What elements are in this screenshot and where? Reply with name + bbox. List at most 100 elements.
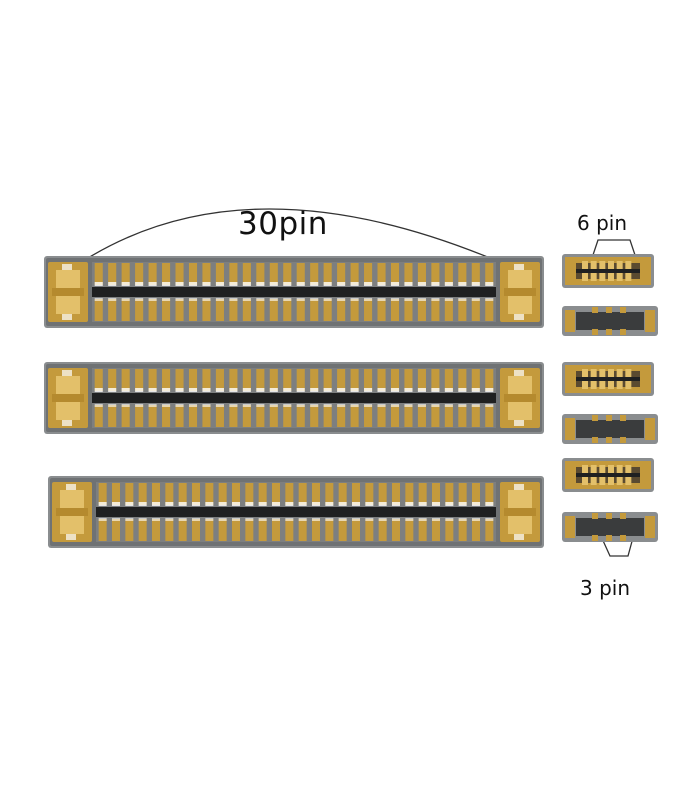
pin [616, 261, 623, 269]
center-slot [92, 393, 496, 403]
pin-bottom [269, 299, 278, 321]
pin-bottom [431, 405, 440, 427]
connector-3pin-1 [562, 306, 658, 336]
pin [608, 477, 614, 485]
pin-bottom [377, 405, 386, 427]
pin-top [444, 263, 453, 285]
pin-bottom [98, 519, 107, 541]
center-slot [92, 287, 496, 297]
pin-top [298, 483, 307, 505]
6pin-label: 6 pin [577, 211, 628, 235]
pin [590, 477, 597, 485]
pin-bottom [215, 299, 224, 321]
pin-bottom [458, 299, 467, 321]
pin-top [405, 483, 414, 505]
pin-top [215, 369, 224, 391]
30pin-label: 30pin [238, 206, 328, 242]
pin-bottom [378, 519, 387, 541]
pin-top [417, 263, 426, 285]
pin-bottom [431, 299, 440, 321]
pin-top [175, 263, 184, 285]
pin-top [350, 369, 359, 391]
pin-top [165, 483, 174, 505]
connector-3pin-3 [562, 512, 658, 542]
pin-top [138, 483, 147, 505]
pin-bottom [404, 405, 413, 427]
pin-bottom [135, 299, 144, 321]
pin-bottom [365, 519, 374, 541]
pin-top [458, 263, 467, 285]
pin [620, 307, 626, 313]
pin-top [135, 263, 144, 285]
pin-bottom [121, 405, 130, 427]
pin-top [205, 483, 214, 505]
pin-top [202, 369, 211, 391]
pin-top [485, 263, 494, 285]
pin-bottom [471, 405, 480, 427]
pin-bottom [242, 299, 251, 321]
pin-top [364, 263, 373, 285]
pin-bottom [188, 405, 198, 427]
pin-top [377, 263, 386, 285]
pin [582, 369, 588, 377]
connector-6pin-3 [562, 458, 654, 492]
pin-top [152, 483, 160, 505]
pin [616, 465, 623, 473]
pin-bottom [298, 519, 307, 541]
pin-top [431, 263, 440, 285]
pin-bottom [125, 519, 134, 541]
pin-top [148, 263, 157, 285]
pin [606, 415, 612, 421]
pin-bottom [162, 299, 171, 321]
pin-bottom [323, 405, 332, 427]
pin [582, 477, 588, 485]
pin-bottom [310, 299, 319, 321]
pin-top [378, 483, 387, 505]
pin [620, 513, 626, 519]
pin-top [242, 263, 251, 285]
pin [582, 261, 588, 269]
pin [606, 329, 612, 335]
center-slot [96, 507, 496, 517]
pin-top [192, 483, 200, 505]
pin-bottom [256, 405, 265, 427]
pin-top [232, 483, 240, 505]
pin-top [296, 263, 305, 285]
pin-top [283, 263, 292, 285]
pin-top [178, 483, 187, 505]
pin-bottom [337, 299, 346, 321]
pin-top [121, 263, 130, 285]
pin-top [390, 263, 400, 285]
pin-bottom [229, 299, 238, 321]
pin-bottom [256, 299, 265, 321]
pin-top [202, 263, 211, 285]
pin-bottom [364, 405, 373, 427]
pin-bottom [283, 405, 292, 427]
pin-top [269, 263, 278, 285]
pin [582, 381, 588, 389]
3pin-bracket [599, 533, 635, 557]
pin-bottom [377, 299, 386, 321]
pin-bottom [350, 299, 359, 321]
pin [592, 307, 598, 313]
pin-top [337, 263, 346, 285]
pin [592, 535, 598, 541]
pin-bottom [350, 405, 359, 427]
pin-top [325, 483, 334, 505]
pin-top [94, 369, 103, 391]
pin-bottom [148, 299, 157, 321]
pin [606, 307, 612, 313]
pin-bottom [445, 519, 454, 541]
30pin-bracket-curve [87, 208, 491, 259]
pin-top [417, 369, 426, 391]
pin-bottom [218, 519, 227, 541]
center-body [576, 420, 644, 438]
pin-bottom [338, 519, 347, 541]
pin-top [188, 263, 198, 285]
pin [625, 369, 632, 377]
6pin-bracket [591, 239, 637, 259]
pin-top [162, 263, 171, 285]
pin [592, 415, 598, 421]
pin-top [108, 369, 117, 391]
pin-top [418, 483, 427, 505]
